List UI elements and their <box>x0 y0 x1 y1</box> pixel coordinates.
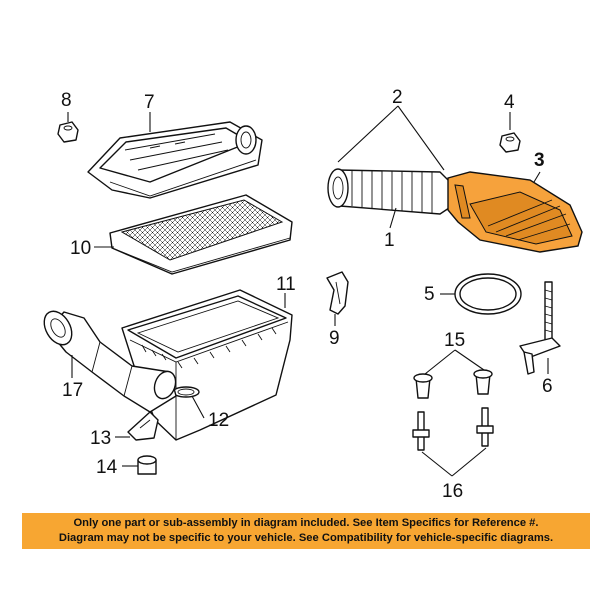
callout-5: 5 <box>424 284 435 305</box>
callout-13: 13 <box>90 428 111 449</box>
callout-11: 11 <box>276 274 296 295</box>
callout-numbers: 8 7 2 4 3 1 10 5 11 9 17 12 13 14 15 6 1… <box>61 87 553 502</box>
callout-3: 3 <box>534 150 545 171</box>
part-4-nut <box>499 132 521 153</box>
part-14-bushing <box>137 455 157 475</box>
callout-14: 14 <box>96 457 118 478</box>
part-3-resonator <box>447 171 583 253</box>
part-16-studs <box>412 407 494 451</box>
callout-2: 2 <box>392 87 403 108</box>
part-8-nut <box>57 121 79 143</box>
leader-lines <box>67 105 549 477</box>
part-7-air-cleaner-cover <box>87 121 263 199</box>
callout-17: 17 <box>62 380 83 401</box>
part-13-bracket <box>127 411 159 441</box>
part-10-air-filter <box>109 194 293 275</box>
callout-6: 6 <box>542 376 553 397</box>
callout-15: 15 <box>444 330 465 351</box>
part-1-air-duct <box>327 168 453 215</box>
callout-12: 12 <box>208 410 229 431</box>
callout-8: 8 <box>61 90 72 111</box>
notice-line-1: Only one part or sub-assembly in diagram… <box>73 517 539 529</box>
callout-4: 4 <box>504 92 515 113</box>
callout-7: 7 <box>144 92 155 113</box>
notice-line-2: Diagram may not be specific to your vehi… <box>58 532 554 544</box>
part-6-bolt <box>519 281 561 375</box>
callout-10: 10 <box>70 238 91 259</box>
callout-9: 9 <box>329 328 340 349</box>
part-15-push-pins <box>413 369 493 399</box>
callout-16: 16 <box>442 481 463 502</box>
part-12-grommet <box>172 386 200 398</box>
callout-1: 1 <box>384 230 395 251</box>
part-5-seal <box>454 273 522 315</box>
part-17-intake-tube <box>43 310 177 413</box>
part-9-clip <box>326 271 349 315</box>
notice-banner: Only one part or sub-assembly in diagram… <box>22 513 590 549</box>
